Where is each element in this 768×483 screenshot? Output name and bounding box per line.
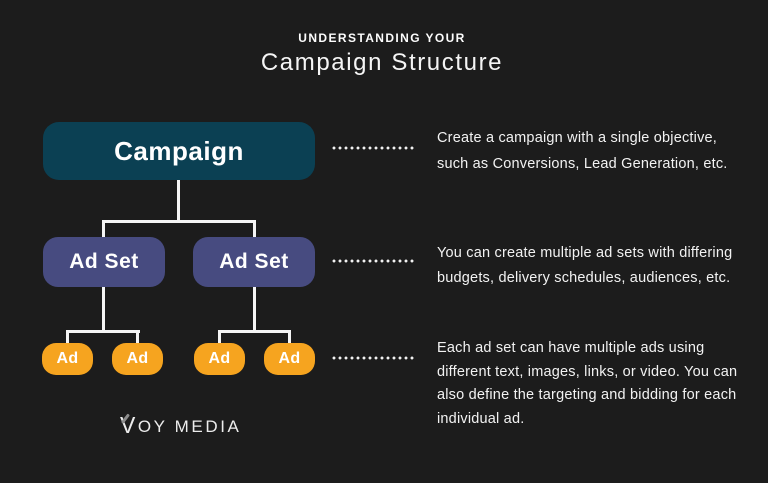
connector-ads-left-down (102, 287, 105, 333)
annotation-line: different text, images, links, or video.… (437, 363, 738, 380)
adset-node-1: Ad Set (43, 237, 165, 287)
connector-ads-right-down (253, 287, 256, 333)
ad-node-1: Ad (42, 343, 93, 375)
ad-node-label: Ad (126, 350, 149, 367)
connector-ad2-stub (136, 330, 139, 344)
logo-initial: V (120, 412, 138, 438)
page-title: Campaign Structure (260, 49, 504, 76)
connector-adset-right-drop (253, 220, 256, 238)
connector-ad1-stub (66, 330, 69, 344)
annotation-line: Create a campaign with a single objectiv… (437, 130, 718, 146)
annotation-line: individual ad. (437, 410, 525, 427)
annotation-line: also define the targeting and bidding fo… (437, 387, 737, 404)
connector-ad4-stub (288, 330, 291, 344)
connector-ad3-stub (218, 330, 221, 344)
annotation-line: such as Conversions, Lead Generation, et… (437, 155, 728, 172)
connector-ads-right-horizontal (218, 330, 291, 333)
ad-node-label: Ad (208, 350, 231, 367)
dotted-connector-campaign (331, 146, 415, 150)
ad-node-label: Ad (56, 350, 79, 367)
ad-node-label: Ad (278, 350, 301, 367)
ad-node-3: Ad (194, 343, 245, 375)
annotation-campaign: Create a campaign with a single objectiv… (437, 126, 728, 177)
dotted-connector-adset (331, 259, 415, 263)
annotation-adset: You can create multiple ad sets with dif… (437, 241, 732, 290)
connector-campaign-down (177, 180, 180, 223)
connector-adset-left-drop (102, 220, 105, 238)
adset-node-label: Ad Set (219, 250, 289, 273)
connector-adset-horizontal (102, 220, 256, 223)
header-kicker: UNDERSTANDING YOUR (298, 31, 466, 45)
annotation-line: budgets, delivery schedules, audiences, … (437, 269, 731, 286)
adset-node-2: Ad Set (193, 237, 315, 287)
header: UNDERSTANDING YOUR Campaign Structure (0, 31, 764, 77)
logo-text: OY MEDIA (137, 417, 242, 436)
ad-node-2: Ad (112, 343, 163, 375)
campaign-node: Campaign (43, 122, 315, 180)
dotted-connector-ad (331, 356, 415, 360)
ad-node-4: Ad (264, 343, 315, 375)
adset-node-label: Ad Set (69, 250, 139, 273)
campaign-node-label: Campaign (114, 135, 244, 166)
connector-ads-left-horizontal (66, 330, 140, 333)
annotation-line: Each ad set can have multiple ads using (437, 340, 705, 356)
voy-media-logo: V OY MEDIA (120, 409, 241, 437)
annotation-ad: Each ad set can have multiple ads using … (437, 337, 737, 431)
annotation-line: You can create multiple ad sets with dif… (437, 245, 733, 261)
